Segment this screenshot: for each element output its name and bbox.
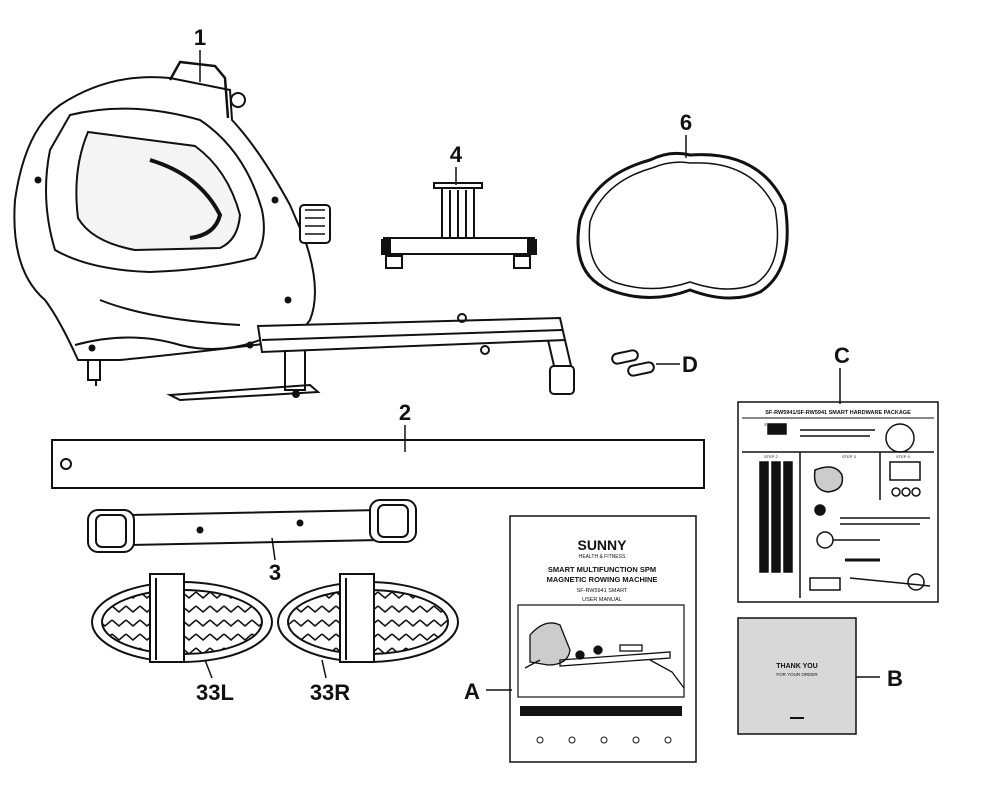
- slide-rail: [51, 439, 705, 489]
- hardware-items: [742, 423, 934, 598]
- manual-subtitle: USER MANUAL: [582, 597, 622, 603]
- thank-you-card: THANK YOU FOR YOUR ORDER: [737, 617, 857, 735]
- label-part-A: A: [464, 679, 480, 704]
- manual-model: SF-RW5941 SMART: [577, 588, 628, 594]
- leader-line-33R: [321, 659, 327, 679]
- user-manual: SUNNY HEALTH & FITNESS SMART MULTIFUNCTI…: [509, 515, 697, 763]
- front-stabilizer: [87, 499, 417, 553]
- thank-you-line1: THANK YOU: [776, 663, 817, 670]
- rower-arm-and-handle: [166, 313, 575, 402]
- seat-cushion: [576, 151, 789, 300]
- manual-title-line2: MAGNETIC ROWING MACHINE: [547, 575, 658, 584]
- leader-line-33L: [204, 659, 213, 679]
- label-part-4: 4: [450, 142, 463, 167]
- hardware-package-card: SF-RW5941/SF-RW5941 SMART HARDWARE PACKA…: [737, 401, 939, 603]
- label-part-2: 2: [399, 400, 411, 425]
- manual-cover-rower: [524, 622, 685, 689]
- hardware-step4: STEP 4: [896, 454, 910, 459]
- pedal-left: [91, 573, 273, 663]
- manual-title-line1: SMART MULTIFUNCTION SPM: [548, 565, 656, 574]
- label-part-D: D: [682, 352, 698, 377]
- manual-brand: SUNNY: [577, 537, 627, 553]
- label-part-33R: 33R: [310, 680, 350, 705]
- bolt-pair: [611, 349, 655, 377]
- hardware-step2: STEP 2: [764, 454, 778, 459]
- rowing-machine-frame: [13, 60, 331, 386]
- leader-line-3: [271, 537, 276, 561]
- label-part-6: 6: [680, 110, 692, 135]
- label-part-33L: 33L: [196, 680, 234, 705]
- rear-stabilizer: [381, 182, 537, 269]
- hardware-header: SF-RW5941/SF-RW5941 SMART HARDWARE PACKA…: [765, 410, 911, 416]
- label-part-C: C: [834, 343, 850, 368]
- label-part-3: 3: [269, 560, 281, 585]
- hardware-step3: STEP 3: [842, 454, 856, 459]
- manual-brand-sub: HEALTH & FITNESS: [579, 554, 626, 560]
- label-part-B: B: [887, 666, 903, 691]
- label-part-1: 1: [194, 25, 206, 50]
- thank-you-line2: FOR YOUR ORDER: [776, 672, 818, 677]
- pedal-right: [277, 573, 459, 663]
